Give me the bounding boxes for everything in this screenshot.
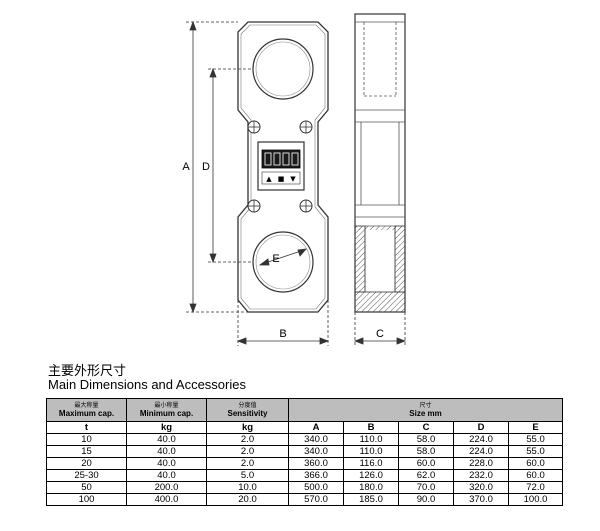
table-cell: 340.0 [288, 445, 344, 458]
upper-shackle-hole [252, 38, 314, 100]
table-cell: 58.0 [398, 445, 454, 458]
upper-shackle-hole-inner [255, 41, 311, 97]
table-cell: 62.0 [398, 469, 454, 482]
table-cell: 366.0 [288, 469, 344, 482]
table-row: 50 200.0 10.0 500.0 180.0 70.0 320.0 72.… [46, 481, 564, 494]
table-cell: 60.0 [507, 469, 564, 482]
table-cell: 570.0 [288, 493, 344, 506]
table-cell: 340.0 [288, 433, 344, 446]
table-cell: 100 [46, 493, 127, 506]
table-row: 10 40.0 2.0 340.0 110.0 58.0 224.0 55.0 [46, 433, 564, 446]
lower-shackle-hole [252, 231, 314, 293]
table-cell: 55.0 [507, 433, 564, 446]
section-title-en: Main Dimensions and Accessories [48, 377, 246, 392]
side-view-hatch-bottom [354, 291, 406, 313]
table-cell: 40.0 [126, 457, 207, 470]
section-title-cn: 主要外形尺寸 [48, 364, 127, 379]
display-button-set: ■ [278, 175, 285, 183]
display-screen [261, 149, 301, 169]
dimension-label-B: B [279, 328, 286, 340]
side-view-hatch-top-right [394, 225, 406, 293]
table-cell: 60.0 [507, 457, 564, 470]
table-cell: 50 [46, 481, 127, 494]
side-view-hatch-top [354, 225, 366, 293]
unit-cell: kg [206, 421, 289, 434]
dimension-label-C: C [376, 328, 384, 340]
table-cell: 500.0 [288, 481, 344, 494]
table-cell: 224.0 [453, 433, 509, 446]
table-cell: 100.0 [507, 493, 564, 506]
table-cell: 20 [46, 457, 127, 470]
display-button-up: ▲ [266, 175, 272, 183]
unit-cell: B [343, 421, 399, 434]
unit-cell: t [46, 421, 127, 434]
table-cell: 40.0 [126, 469, 207, 482]
table-cell: 228.0 [453, 457, 509, 470]
unit-cell: D [453, 421, 509, 434]
table-cell: 60.0 [398, 457, 454, 470]
table-cell: 370.0 [453, 493, 509, 506]
table-cell: 40.0 [126, 433, 207, 446]
table-cell: 58.0 [398, 433, 454, 446]
dimension-label-D: D [202, 161, 210, 173]
dimension-C [353, 312, 407, 346]
table-row: 100 400.0 20.0 570.0 185.0 90.0 370.0 10… [46, 493, 564, 506]
table-cell: 90.0 [398, 493, 454, 506]
table-row: 15 40.0 2.0 340.0 110.0 58.0 224.0 55.0 [46, 445, 564, 458]
table-cell: 10.0 [206, 481, 289, 494]
dimension-E [258, 248, 307, 266]
unit-cell: kg [126, 421, 207, 434]
table-cell: 360.0 [288, 457, 344, 470]
table-cell: 2.0 [206, 445, 289, 458]
table-cell: 2.0 [206, 433, 289, 446]
table-cell: 110.0 [343, 433, 399, 446]
dimension-D [208, 67, 253, 264]
table-cell: 110.0 [343, 445, 399, 458]
table-units-row: t kg kg A B C D E [46, 421, 564, 434]
scale-body-inner-edge [240, 24, 326, 310]
table-cell: 180.0 [343, 481, 399, 494]
dimension-label-A: A [182, 161, 190, 173]
side-view-hatch-band [355, 226, 405, 230]
table-cell: 185.0 [343, 493, 399, 506]
lower-shackle-hole-inner [255, 234, 311, 290]
table-cell: 116.0 [343, 457, 399, 470]
table-cell: 320.0 [453, 481, 509, 494]
unit-cell: E [507, 421, 564, 434]
table-cell: 55.0 [507, 445, 564, 458]
table-cell: 400.0 [126, 493, 207, 506]
table-row: 25-30 40.0 5.0 366.0 126.0 62.0 232.0 60… [46, 469, 564, 482]
table-cell: 20.0 [206, 493, 289, 506]
table-cell: 25-30 [46, 469, 127, 482]
technical-drawing: ▲ ■ ▼ A D E B [182, 13, 407, 346]
display-button-down: ▼ [290, 175, 296, 183]
table-cell: 224.0 [453, 445, 509, 458]
table-cell: 232.0 [453, 469, 509, 482]
table-cell: 40.0 [126, 445, 207, 458]
table-cell: 2.0 [206, 457, 289, 470]
unit-cell: A [288, 421, 344, 434]
table-cell: 15 [46, 445, 127, 458]
table-cell: 200.0 [126, 481, 207, 494]
table-cell: 126.0 [343, 469, 399, 482]
dimension-label-E: E [272, 253, 279, 265]
display-button-row [261, 171, 301, 185]
table-cell: 10 [46, 433, 127, 446]
unit-cell: C [398, 421, 454, 434]
table-row: 20 40.0 2.0 360.0 116.0 60.0 228.0 60.0 [46, 457, 564, 470]
table-cell: 70.0 [398, 481, 454, 494]
dimension-B [236, 300, 330, 346]
table-cell: 5.0 [206, 469, 289, 482]
table-cell: 72.0 [507, 481, 564, 494]
